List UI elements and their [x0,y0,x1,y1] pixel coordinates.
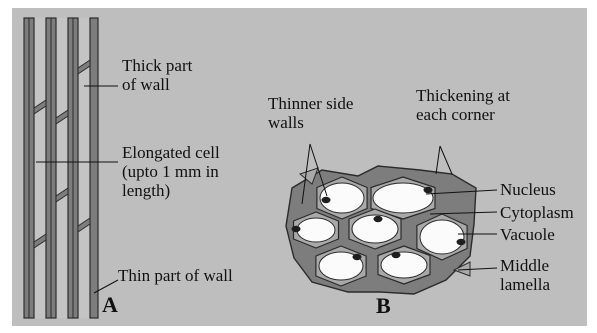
nucleus [292,226,301,232]
nucleus [392,252,401,258]
label-elongated-cell: Elongated cell (upto 1 mm in length) [122,143,220,200]
label-thin-wall: Thin part of wall [118,266,233,285]
leader-thickening [436,146,440,174]
label-vacuole: Vacuole [500,225,555,244]
figure-a-drawing [22,18,118,318]
figure-a-letter: A [102,293,118,317]
figure-b-drawing [286,166,476,294]
label-cytoplasm: Cytoplasm [500,203,574,222]
nucleus [424,187,433,193]
leader-thickening [440,146,452,174]
vacuole [373,183,433,213]
nucleus [322,197,331,203]
label-middle-lamella: Middle lamella [500,256,550,294]
label-thick-wall: Thick part of wall [122,56,192,94]
label-thickening-corners: Thickening at each corner [416,86,510,124]
vacuole [381,252,427,278]
label-thinner-side-walls: Thinner side walls [268,94,353,132]
label-nucleus: Nucleus [500,180,556,199]
cell-wall [90,18,98,318]
vacuole [297,218,335,242]
figure-b-letter: B [376,294,391,318]
vacuole [420,220,464,254]
nucleus [353,254,362,260]
nucleus [457,239,466,245]
nucleus [374,216,383,222]
